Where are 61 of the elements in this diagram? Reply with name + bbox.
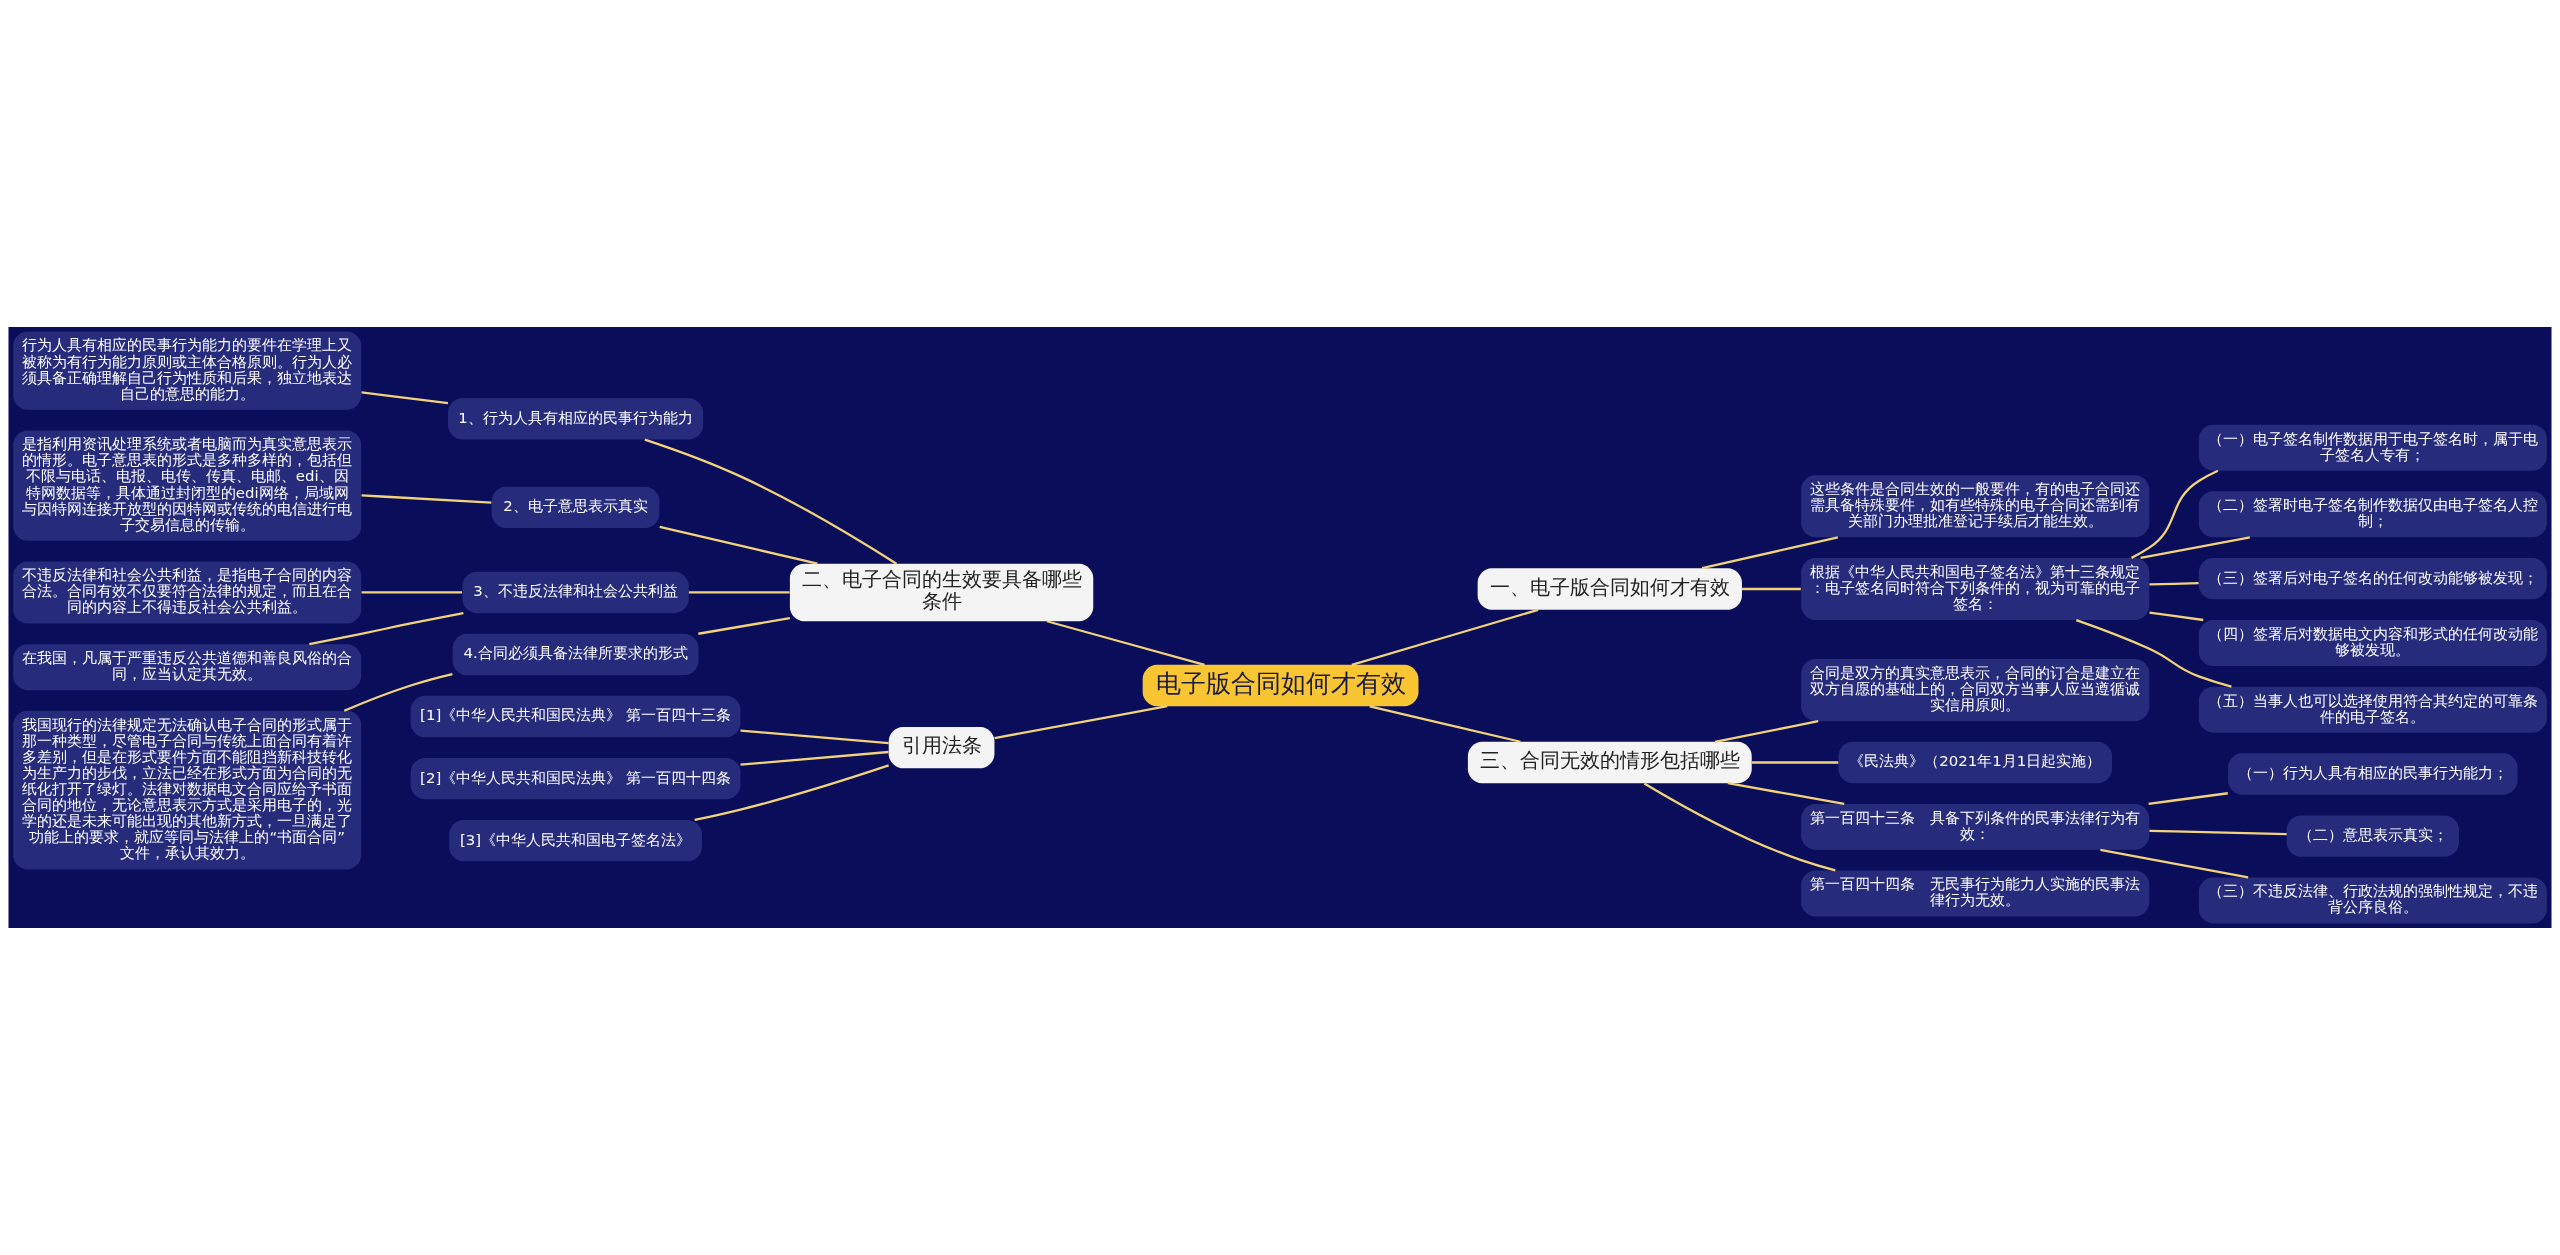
connector — [2149, 829, 2287, 836]
node-box: 2、电子意思表示真实 — [491, 486, 660, 529]
node-box: （三）不违反法律、行政法规的强制性规定，不违背公序良俗。 — [2198, 877, 2547, 924]
node-box: 在我国，凡属于严重违反公共道德和善良风俗的合同，应当认定其无效。 — [13, 644, 362, 691]
node-box: 根据《中华人民共和国电子签名法》第十三条规定：电子签名同时符合下列条件的，视为可靠的电子签名： — [1801, 558, 2150, 621]
node-box: 电子版合同如何才有效 — [1142, 664, 1419, 707]
connector — [2131, 469, 2219, 559]
node-box: 这些条件是合同生效的一般要件，有的电子合同还需具备特殊要件，如有些特殊的电子合同还需到有关部门办理批准登记手续后才能生效。 — [1801, 475, 2150, 538]
connector — [1727, 782, 1845, 805]
connector — [2140, 536, 2251, 560]
node-box: 3、不违反法律和社会公共利益 — [462, 571, 689, 614]
connector — [1701, 536, 1839, 570]
connector — [1046, 620, 1205, 666]
connector — [2149, 611, 2204, 622]
node-box: （二）签署时电子签名制作数据仅由电子签名人控制； — [2198, 491, 2547, 538]
connector — [740, 729, 889, 745]
node-box: （二）意思表示真实； — [2286, 815, 2459, 857]
node-box: [3]《中华人民共和国电子签名法》 — [449, 820, 702, 862]
connector — [1742, 587, 1801, 591]
node-box: [1]《中华人民共和国民法典》 第一百四十三条 — [410, 695, 741, 738]
connector — [361, 494, 492, 504]
node-box: （一）行为人具有相应的民事行为能力； — [2228, 753, 2518, 795]
node-box: 一、电子版合同如何才有效 — [1477, 568, 1742, 610]
connector — [1369, 705, 1521, 743]
connector — [659, 525, 818, 565]
connector — [2100, 848, 2249, 879]
node-box: （五）当事人也可以选择使用符合其约定的可靠条件的电子签名。 — [2198, 686, 2547, 733]
node-box: 不违反法律和社会公共利益，是指电子合同的内容合法。合同有效不仅要符合法律的规定，而且在合同的内容上不得违反社会公共利益。 — [13, 561, 362, 624]
node-box: 第一百四十三条 具备下列条件的民事法律行为有效： — [1801, 803, 2150, 850]
connector — [644, 438, 898, 565]
connector — [740, 750, 889, 766]
node-box: 二、电子合同的生效要具备哪些条件 — [789, 563, 1094, 622]
node-box: 4.合同必须具备法律所要求的形式 — [452, 633, 699, 676]
node-box: [2]《中华人民共和国民法典》 第一百四十四条 — [410, 757, 741, 800]
connector — [1351, 608, 1539, 666]
connector — [994, 705, 1168, 740]
connector — [2149, 582, 2199, 586]
connector — [1714, 720, 1819, 743]
connector — [688, 591, 790, 594]
node-box: 第一百四十四条 无民事行为能力人实施的民事法律行为无效。 — [1801, 870, 2150, 917]
node-box: （三）签署后对电子签名的任何改动能够被发现； — [2198, 558, 2547, 600]
connector — [1643, 782, 1836, 872]
connector — [694, 764, 890, 822]
node-box: 1、行为人具有相应的民事行为能力 — [448, 398, 704, 440]
connector — [2075, 619, 2232, 688]
connector — [2148, 792, 2228, 805]
connector — [698, 617, 790, 635]
node-box: 行为人具有相应的民事行为能力的要件在学理上又被称为有行为能力原则或主体合格原则。行为人必须具备正确理解自己行为性质和后果，独立地表达自己的意思的能力。 — [13, 331, 362, 410]
node-box: 是指利用资讯处理系统或者电脑而为真实意思表示的情形。电子意思表的形式是多种多样的，包括但不限与电话、电报、电传、传真、电邮、edi、因特网数据等，具体通过封闭型的edi网络，局域网与因特网连接开放型的因特网或传统的电信进行电子交易信息的传输。 — [13, 430, 362, 541]
node-box: 《民法典》（2021年1月1日起实施） — [1838, 741, 2112, 784]
connector — [1751, 761, 1839, 764]
connector — [343, 672, 453, 712]
node-box: （一）电子签名制作数据用于电子签名时，属于电子签名人专有； — [2198, 424, 2547, 471]
connector — [361, 591, 463, 594]
node-box: 三、合同无效的情形包括哪些 — [1467, 741, 1752, 784]
node-box: 引用法条 — [888, 726, 995, 769]
node-box: （四）签署后对数据电文内容和形式的任何改动能够被发现。 — [2198, 620, 2547, 666]
connector — [361, 391, 449, 405]
node-box: 我国现行的法律规定无法确认电子合同的形式属于那一种类型，尽管电子合同与传统上面合同有着许多差别，但是在形式要件方面不能阻挡新科技转化为生产力的步伐，立法已经在形式方面为合同的无纸化打开了绿灯。法律对数据电文合同应给予书面合同的地位，无论意思表示方式是采用电子的，光学的还是未来可能出现的其他新方式，一旦满足了功能上的要求，就应等同与法律上的“书面合同”文件，承认其效力。 — [13, 710, 362, 870]
connector — [309, 612, 464, 646]
node-box: 合同是双方的真实意思表示，合同的订合是建立在双方自愿的基础上的，合同双方当事人应当遵循诚实信用原则。 — [1801, 659, 2150, 722]
